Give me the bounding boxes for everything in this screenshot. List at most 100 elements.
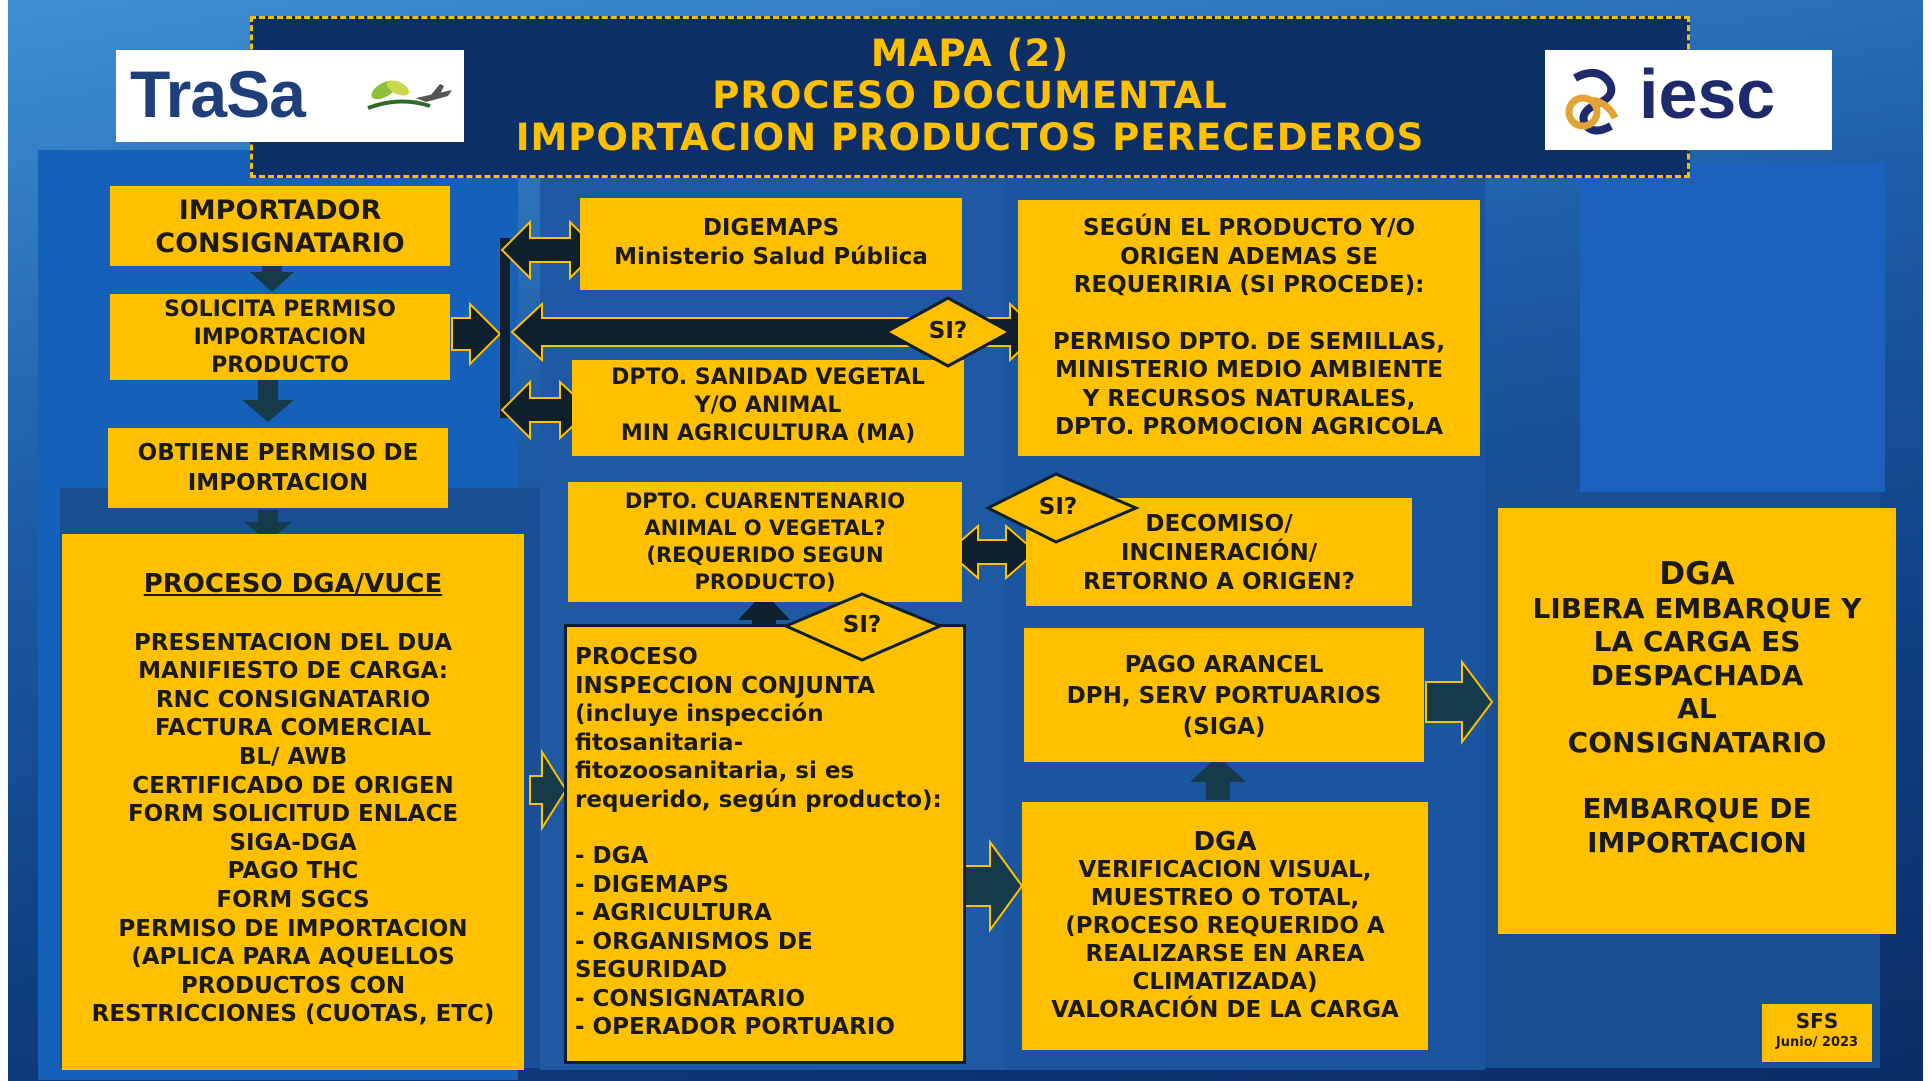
inspeccion-line: - OPERADOR PORTUARIO (575, 1014, 895, 1040)
sfs-line-1: SFS (1795, 1009, 1839, 1033)
far-right-panel (1580, 162, 1885, 492)
decision-si-2: SI? (1038, 494, 1078, 520)
box-obtiene-permiso: OBTIENE PERMISO DE IMPORTACION (108, 428, 448, 508)
libera-line: AL (1677, 692, 1717, 725)
dga-vuce-item: RNC CONSIGNATARIO (155, 686, 431, 713)
slide-title-banner: MAPA (2) PROCESO DOCUMENTAL IMPORTACION … (250, 16, 1690, 178)
decomiso-line-3: RETORNO A ORIGEN? (1083, 569, 1355, 595)
inspeccion-line: (incluye inspección (575, 701, 824, 727)
pago-line-2: DPH, SERV PORTUARIOS (1066, 683, 1382, 709)
verificacion-line: VERIFICACION VISUAL, (1078, 857, 1372, 883)
segun-line: DPTO. PROMOCION AGRICOLA (1054, 414, 1444, 440)
dga-vuce-item: MANIFIESTO DE CARGA: (138, 658, 448, 685)
arrow-down-3 (244, 510, 292, 542)
arrow-verificacion-to-pago (1190, 756, 1246, 800)
box-sanidad: DPTO. SANIDAD VEGETAL Y/O ANIMAL MIN AGR… (572, 360, 964, 456)
dga-vuce-item: BL/ AWB (238, 743, 348, 770)
importador-line-1: IMPORTADOR (178, 195, 382, 226)
title-line-1: MAPA (2) (870, 32, 1070, 75)
inspeccion-line: - CONSIGNATARIO (575, 985, 806, 1012)
libera-line: LA CARGA ES (1593, 625, 1801, 658)
inspeccion-line: fitozoosanitaria, si es (575, 758, 855, 784)
segun-line: Y RECURSOS NATURALES, (1082, 385, 1416, 412)
segun-line (1018, 300, 1480, 328)
cuarentenario-line-1: DPTO. CUARENTENARIO (624, 489, 906, 513)
cuarentenario-line-4: PRODUCTO) (694, 570, 836, 594)
sanidad-line-1: DPTO. SANIDAD VEGETAL (611, 365, 925, 390)
box-pago-arancel: PAGO ARANCEL DPH, SERV PORTUARIOS (SIGA) (1024, 628, 1424, 762)
title-line-3: IMPORTACION PRODUCTOS PERECEDEROS (515, 116, 1425, 159)
box-digemaps: DIGEMAPS Ministerio Salud Pública (580, 198, 962, 290)
inspeccion-line: - AGRICULTURA (575, 900, 772, 926)
obtiene-line-2: IMPORTACION (187, 470, 369, 496)
arrow-down-1 (250, 258, 294, 292)
libera-line: DESPACHADA (1590, 658, 1804, 692)
iesc-logo: iesc (1545, 50, 1832, 150)
cuarentenario-line-3: (REQUERIDO SEGUN (646, 543, 884, 567)
libera-line (1498, 759, 1896, 792)
decision-si-3: SI? (842, 612, 882, 638)
libera-line: DGA (1659, 556, 1735, 592)
box-importador: IMPORTADOR CONSIGNATARIO (110, 186, 450, 266)
sfs-line-2: Junio/ 2023 (1775, 1035, 1859, 1050)
solicita-line-2: IMPORTACION (193, 325, 367, 350)
dga-vuce-item: CERTIFICADO DE ORIGEN (132, 772, 454, 799)
dga-vuce-item: PAGO THC (227, 858, 359, 885)
box-segun-producto: SEGÚN EL PRODUCTO Y/O ORIGEN ADEMAS SE R… (1018, 200, 1480, 456)
dga-vuce-item: FORM SOLICITUD ENLACE (127, 801, 459, 828)
decision-si-1: SI? (928, 318, 968, 344)
verificacion-line: DGA (1193, 827, 1257, 857)
verificacion-line: VALORACIÓN DE LA CARGA (1051, 997, 1399, 1023)
arrow-right-solicita (451, 301, 502, 367)
arrow-pago-to-libera (1425, 659, 1494, 745)
pago-line-3: (SIGA) (1182, 714, 1266, 740)
decomiso-line-1: DECOMISO/ (1145, 511, 1293, 537)
dga-vuce-item: PRESENTACION DEL DUA (133, 629, 453, 656)
plane-leaf-icon (367, 80, 452, 110)
dga-vuce-item: FACTURA COMERCIAL (154, 715, 432, 742)
dga-vuce-item: (APLICA PARA AQUELLOS (131, 944, 455, 971)
libera-line: EMBARQUE DE (1582, 792, 1812, 825)
solicita-line-1: SOLICITA PERMISO (164, 297, 396, 322)
inspeccion-line: - ORGANISMOS DE (575, 928, 813, 955)
dga-vuce-item: PRODUCTOS CON (180, 972, 406, 999)
box-proceso-dga-vuce: PROCESO DGA/VUCE PRESENTACION DEL DUA MA… (62, 534, 524, 1070)
importador-line-2: CONSIGNATARIO (155, 228, 405, 259)
title-line-2: PROCESO DOCUMENTAL (712, 74, 1228, 117)
inspeccion-line: - DIGEMAPS (575, 871, 729, 898)
digemaps-line-1: DIGEMAPS (702, 215, 840, 241)
inspeccion-line: PROCESO (575, 644, 698, 670)
inspeccion-line: fitosanitaria- (575, 729, 744, 756)
inspeccion-line: - DGA (575, 843, 649, 869)
inspeccion-line (575, 814, 963, 842)
segun-line: MINISTERIO MEDIO AMBIENTE (1055, 357, 1443, 383)
verificacion-line: MUESTREO O TOTAL, (1090, 885, 1360, 911)
segun-line: REQUERIRIA (SI PROCEDE): (1073, 272, 1425, 298)
box-cuarentenario: DPTO. CUARENTENARIO ANIMAL O VEGETAL? (R… (568, 482, 962, 602)
sanidad-line-2: Y/O ANIMAL (694, 393, 842, 418)
dga-vuce-item: FORM SGCS (216, 886, 370, 913)
arrow-down-2 (242, 380, 294, 422)
box-solicita-permiso: SOLICITA PERMISO IMPORTACION PRODUCTO (110, 294, 450, 380)
dga-vuce-item: RESTRICCIONES (CUOTAS, ETC) (91, 1001, 495, 1028)
iesc-emblem-icon (1565, 68, 1619, 135)
inspeccion-line: SEGURIDAD (575, 957, 728, 983)
arrow-dga-to-inspeccion (529, 748, 568, 832)
box-inspeccion-conjunta: PROCESO INSPECCION CONJUNTA (incluye ins… (564, 624, 966, 1064)
box-sfs: SFS Junio/ 2023 (1762, 1004, 1872, 1062)
bracket-line (500, 238, 510, 418)
libera-line: LIBERA EMBARQUE Y (1532, 591, 1862, 625)
segun-line: SEGÚN EL PRODUCTO Y/O (1082, 215, 1416, 241)
libera-line: IMPORTACION (1587, 825, 1807, 859)
sanidad-line-3: MIN AGRICULTURA (MA) (620, 421, 916, 446)
verificacion-line: REALIZARSE EN AREA (1085, 941, 1365, 967)
pago-line-1: PAGO ARANCEL (1124, 652, 1324, 678)
box-verificacion: DGA VERIFICACION VISUAL, MUESTREO O TOTA… (1022, 802, 1428, 1050)
obtiene-line-1: OBTIENE PERMISO DE (137, 440, 419, 466)
decomiso-line-2: INCINERACIÓN/ (1120, 540, 1318, 566)
dga-vuce-item: PERMISO DE IMPORTACION (118, 915, 468, 942)
segun-line: PERMISO DPTO. DE SEMILLAS, (1052, 328, 1446, 355)
digemaps-line-2: Ministerio Salud Pública (614, 244, 928, 270)
inspeccion-line: INSPECCION CONJUNTA (575, 672, 875, 699)
